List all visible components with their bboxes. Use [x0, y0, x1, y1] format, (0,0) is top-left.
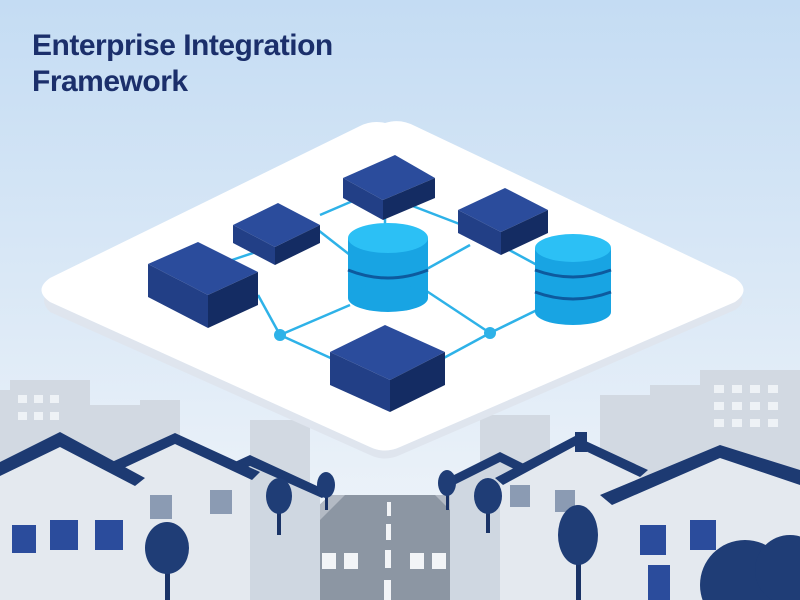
block-top-center	[343, 155, 435, 220]
database-right	[534, 234, 612, 325]
window-grid	[18, 385, 778, 427]
houses-left	[0, 432, 330, 600]
trees	[145, 470, 800, 600]
connector-node-right	[484, 327, 496, 339]
block-bottom-center	[330, 325, 445, 412]
database-center	[347, 223, 429, 312]
block-left-upper	[233, 203, 320, 265]
integration-platform	[41, 121, 744, 459]
block-left-lower	[148, 242, 258, 328]
block-right-upper	[458, 188, 548, 255]
page-title: Enterprise Integration Framework	[32, 29, 333, 98]
connector-node-left	[274, 329, 286, 341]
